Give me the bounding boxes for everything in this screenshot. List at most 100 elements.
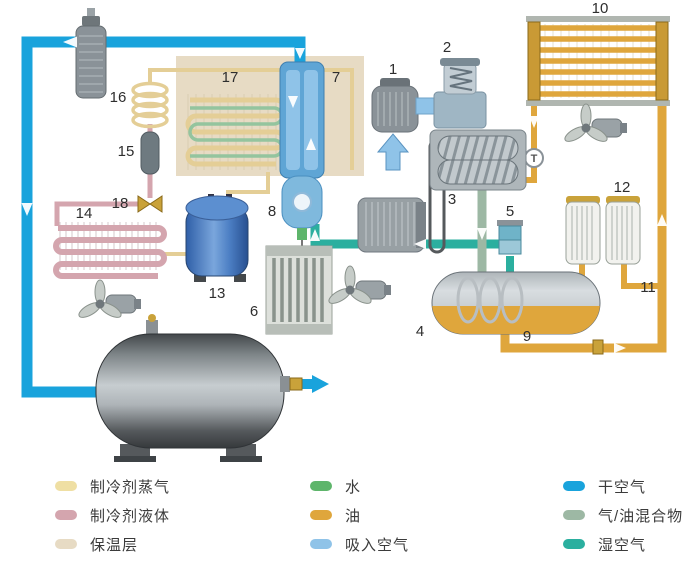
- moisture-separator-8: [281, 175, 323, 252]
- oil-filters: [565, 196, 641, 265]
- dryer-hx-channel-left: [286, 70, 300, 170]
- legend-item: 气/油混合物: [563, 507, 684, 525]
- separator8-float: [292, 192, 312, 212]
- cooler6-tubes: [272, 258, 324, 322]
- oil-pipe-filter-right-stub: [621, 264, 662, 289]
- cooler10-tubes: [540, 25, 656, 97]
- oil-drain-valve: [592, 339, 604, 355]
- filter11-pleats: [571, 206, 593, 260]
- cooler10-left-manifold: [527, 21, 541, 101]
- legend-label: 油: [345, 507, 362, 525]
- receiver-base-left: [114, 456, 156, 462]
- cooler6-bottom-manifold: [266, 324, 332, 334]
- valve2-spring: [449, 67, 473, 91]
- condenser-fan: [76, 279, 142, 321]
- arrow-into-dryer: [295, 48, 305, 59]
- arrow-wetair-up: [310, 229, 320, 241]
- schematic-diagram: T: [21, 0, 670, 462]
- filter1-ribs: [377, 92, 409, 126]
- filter12-pleats: [611, 206, 633, 260]
- legend-label: 干空气: [598, 478, 647, 496]
- dryer-heat-exchanger-7: [279, 61, 325, 179]
- arrow-dryair-left: [63, 36, 77, 48]
- cooler6-fan: [326, 265, 392, 307]
- cooler6-top-manifold: [266, 246, 332, 256]
- oil-pipe-injection: [524, 167, 537, 183]
- intake-filter-1: [371, 78, 419, 171]
- label-14: 14: [76, 205, 93, 222]
- label-9: 9: [523, 328, 531, 345]
- label-16: 16: [110, 89, 127, 106]
- flow-arrows: [21, 36, 667, 393]
- label-11: 11: [640, 279, 656, 296]
- line-filter-topleft: [75, 8, 107, 99]
- filter-drier-15: [140, 131, 160, 175]
- intake-valve-2: [415, 58, 487, 129]
- expansion-valve-left: [137, 195, 151, 213]
- drive-motor: [357, 138, 446, 254]
- legend-item: 制冷剂液体: [55, 507, 171, 525]
- capillary-coil-16: [131, 81, 169, 129]
- hx-down-arrow: [288, 96, 298, 108]
- receiver-base-right: [220, 456, 262, 462]
- receiver-outlet-valve: [289, 377, 303, 391]
- legend-label: 水: [345, 478, 362, 496]
- condenser-fins: [59, 222, 157, 270]
- thermostatic-valve: T: [524, 148, 544, 168]
- comp13-foot-left: [194, 274, 206, 282]
- valve5-lower: [498, 239, 522, 255]
- legend-column-1: 制冷剂蒸气 制冷剂液体 保温层: [55, 478, 171, 554]
- label-17: 17: [222, 69, 239, 86]
- valve5-upper: [498, 225, 522, 241]
- comp13-dome: [185, 195, 249, 221]
- label-6: 6: [250, 303, 258, 320]
- condenser-coil: [53, 225, 167, 279]
- legend-swatch-refrigerant-vapor: [55, 481, 77, 491]
- legend-label: 制冷剂蒸气: [90, 478, 171, 496]
- linefilter-body: [75, 25, 107, 99]
- valve2-cap: [440, 58, 480, 66]
- legend-item: 干空气: [563, 478, 683, 496]
- label-8: 8: [268, 203, 276, 220]
- linefilter-bleed: [87, 8, 95, 16]
- valve2-body: [433, 91, 487, 129]
- filter1-body: [371, 85, 419, 133]
- legend-column-2: 水 油 吸入空气: [310, 478, 409, 554]
- legend-item: 吸入空气: [310, 536, 409, 554]
- legend-column-3: 干空气 气/油混合物 湿空气: [563, 478, 684, 554]
- legend-label: 制冷剂液体: [90, 507, 171, 525]
- component-labels: 1 2 3 4 5 6 7 8 9 10 11 12 13 14 15 16 1…: [76, 0, 656, 345]
- legend-item: 制冷剂蒸气: [55, 478, 171, 496]
- valve2-inlet: [415, 97, 437, 115]
- legend-item: 油: [310, 507, 409, 525]
- motor-ribs: [365, 202, 415, 246]
- hx-up-arrow: [306, 138, 316, 150]
- label-3: 3: [448, 191, 456, 208]
- condenser-14: [53, 222, 167, 279]
- min-pressure-valve-5: [497, 220, 523, 255]
- label-4: 4: [416, 323, 424, 340]
- aftercooler-6: [265, 245, 333, 335]
- filter12-body: [605, 201, 641, 265]
- label-10: 10: [592, 0, 609, 17]
- arrow-oil-up: [657, 214, 667, 226]
- legend-item: 湿空气: [563, 536, 683, 554]
- legend-label: 气/油混合物: [598, 507, 684, 525]
- tank4-coil: [456, 276, 524, 324]
- receiver-top-fitting: [146, 320, 158, 334]
- air-receiver-tank: [95, 314, 303, 462]
- legend-swatch-water: [310, 481, 332, 491]
- cooler10-bottom-plate: [526, 100, 670, 106]
- valve5-cap: [497, 220, 523, 226]
- cooler10-fan: [562, 103, 628, 145]
- legend-swatch-intake-air: [310, 539, 332, 549]
- label-5: 5: [506, 203, 514, 220]
- legend-swatch-refrigerant-liquid: [55, 510, 77, 520]
- legend-item: 水: [310, 478, 409, 496]
- legend-label: 保温层: [90, 536, 139, 554]
- comp13-foot-right: [234, 274, 246, 282]
- legend-swatch-wet-air: [563, 539, 585, 549]
- water-drain: [297, 228, 307, 240]
- arrow-outlet-right: [312, 375, 329, 393]
- receiver-outlet-flange: [280, 376, 290, 392]
